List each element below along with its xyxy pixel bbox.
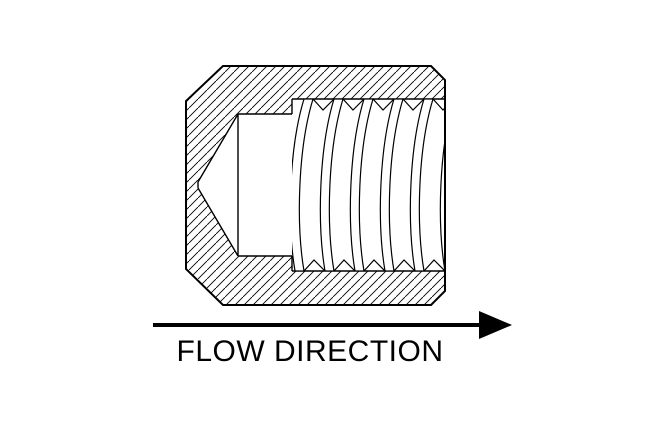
- thread-profile: [292, 99, 314, 271]
- fitting-body-outline: [185, 65, 446, 306]
- thread-profile-partial: [439, 143, 444, 269]
- thread-root-notches: [303, 99, 444, 271]
- flow-direction-label: FLOW DIRECTION: [176, 335, 444, 368]
- thread-profile: [319, 99, 344, 271]
- fitting-cross-section: [185, 65, 446, 306]
- arrow-head: [479, 311, 512, 339]
- thread-profile: [349, 99, 374, 271]
- thread-profile: [379, 99, 404, 271]
- thread-profile: [409, 99, 434, 271]
- internal-threads: [292, 99, 444, 271]
- flow-arrow-icon: [153, 311, 512, 339]
